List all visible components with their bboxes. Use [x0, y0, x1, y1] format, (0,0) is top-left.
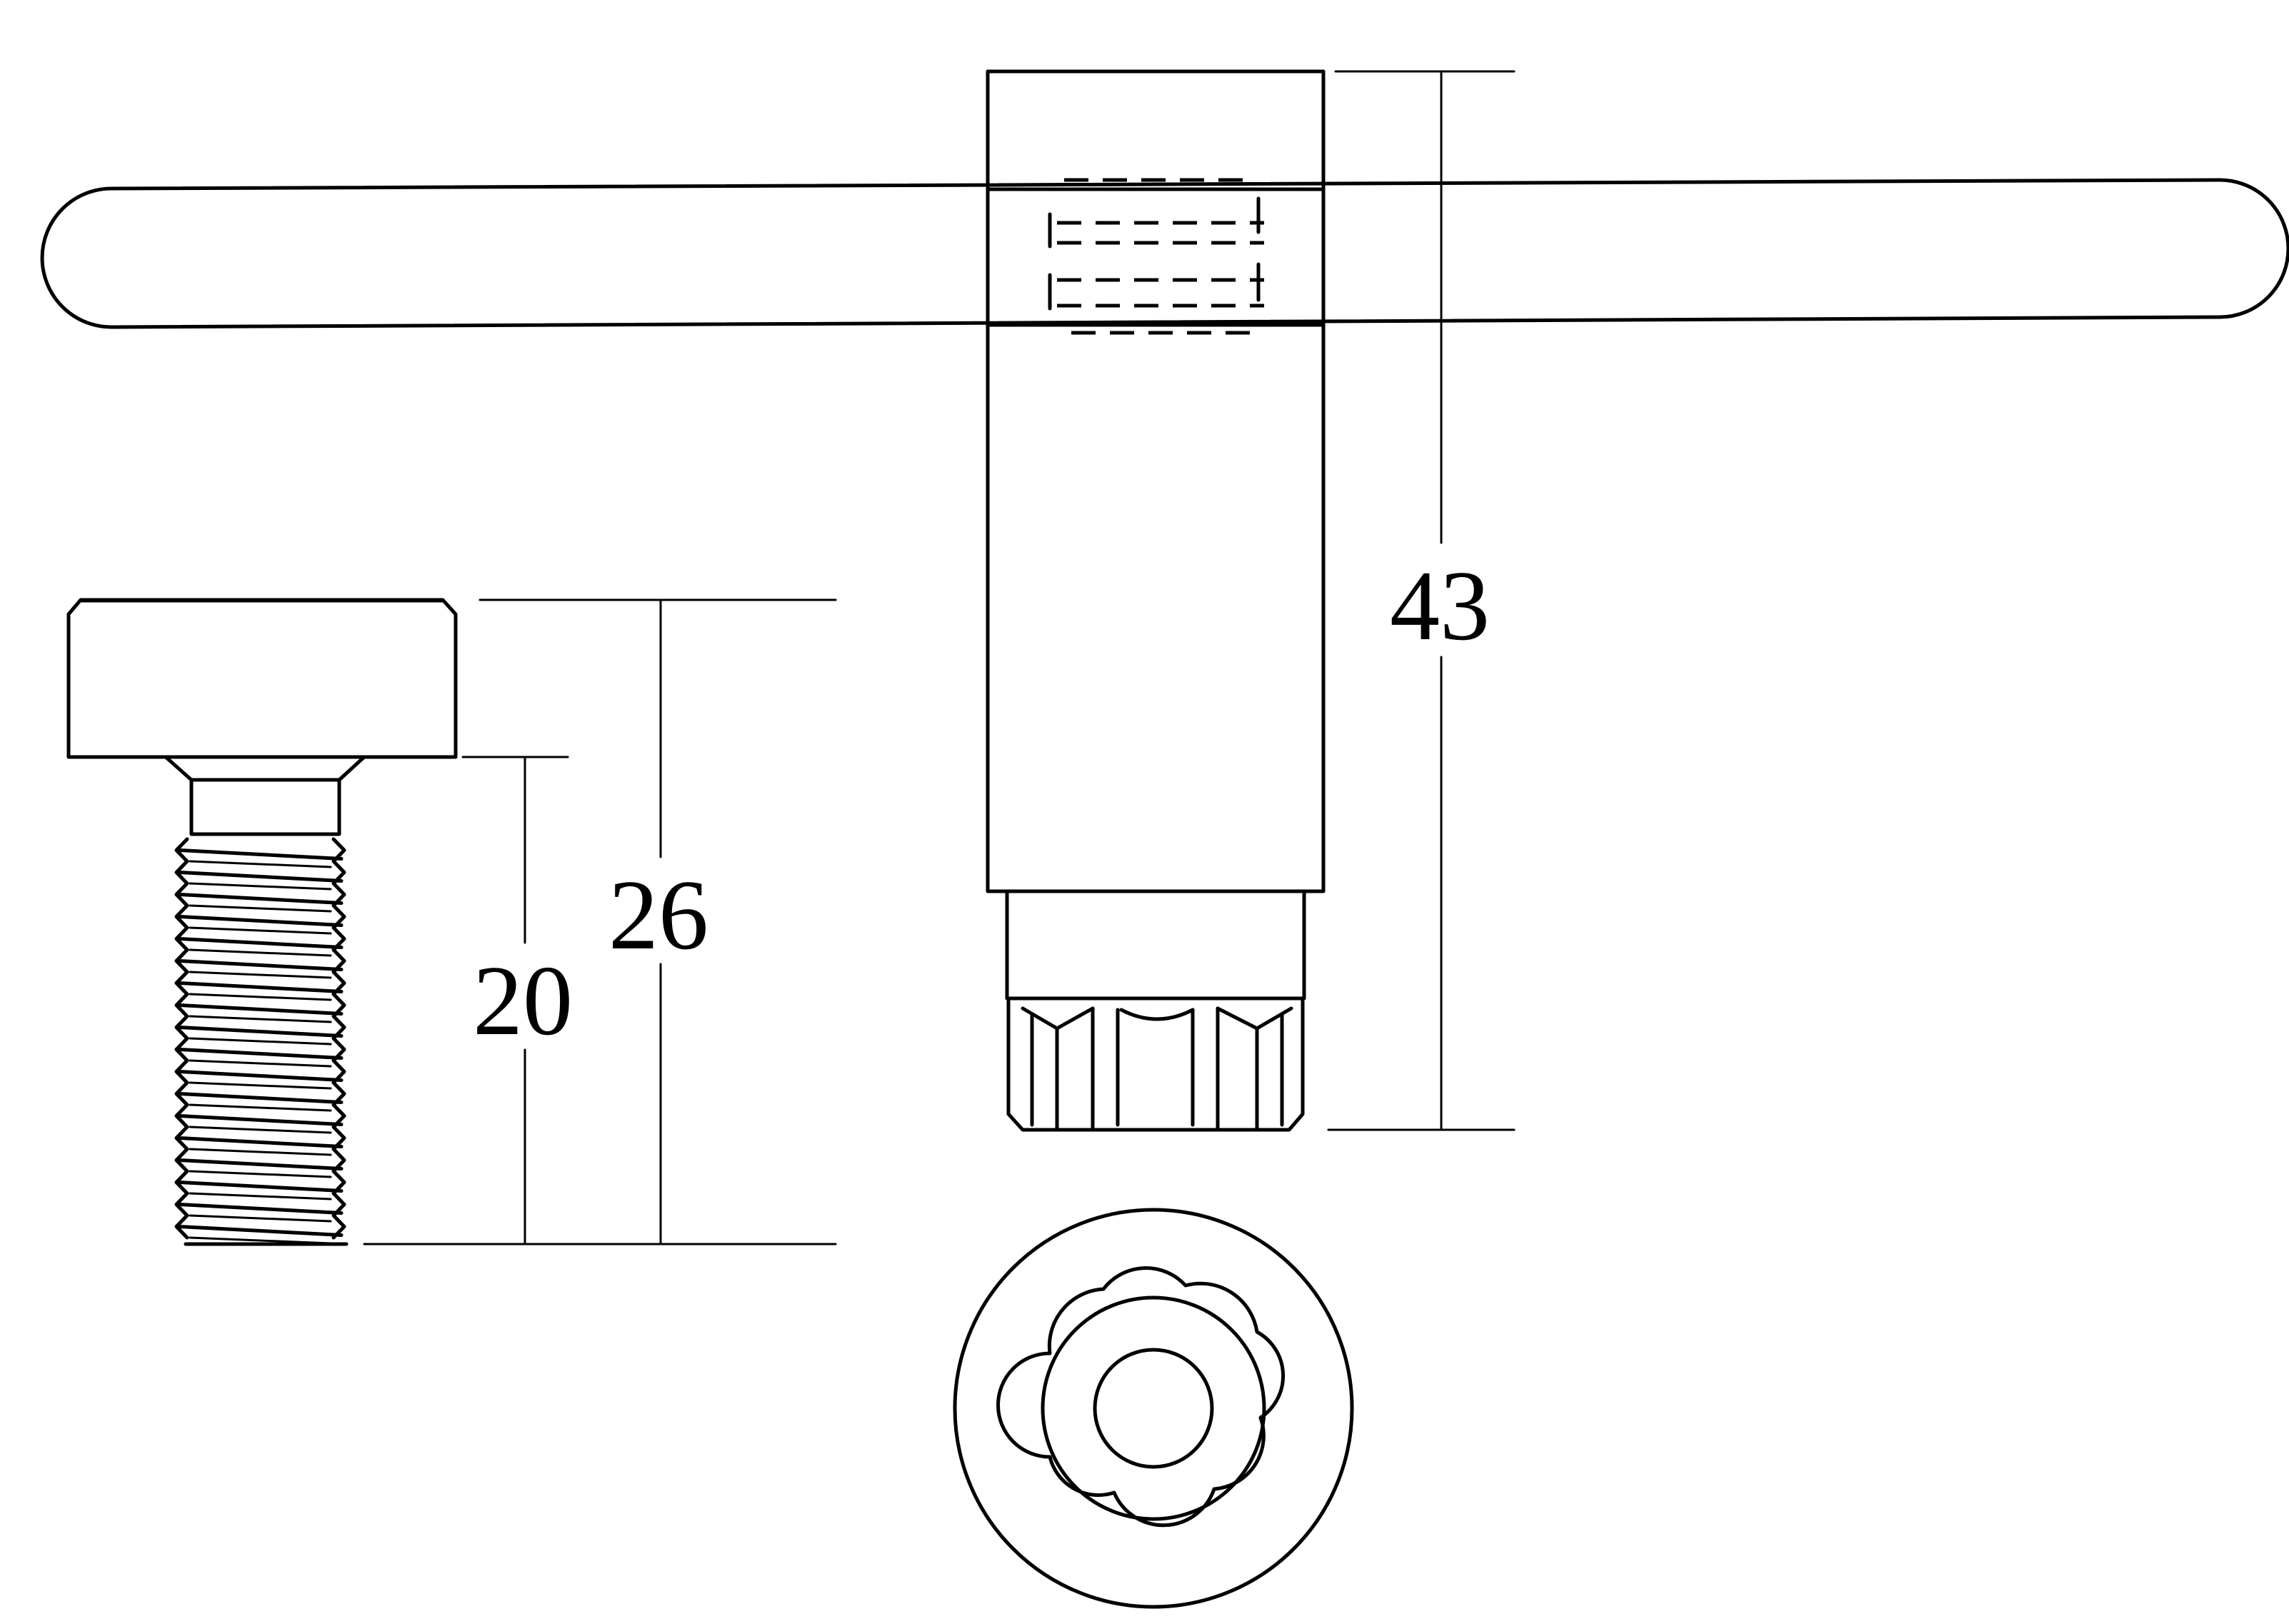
dimension-label-43: 43 — [1390, 551, 1490, 661]
tool-body — [986, 69, 1326, 893]
tool-hidden-lines — [1048, 178, 1264, 335]
dimension-thread-length: 20 — [461, 756, 573, 1245]
screw-head — [66, 598, 458, 759]
dimension-screw-length: 26 — [363, 598, 837, 1245]
thread-root-line — [189, 1192, 332, 1201]
thread-crest-line — [177, 1181, 344, 1193]
thread-root-line — [189, 1081, 332, 1090]
socket-end-view — [953, 1208, 1354, 1609]
thread-crest-line — [177, 871, 344, 883]
thread-crest-line — [177, 1136, 344, 1148]
thread-root-line — [189, 1214, 332, 1223]
thread-crest-line — [177, 1225, 344, 1237]
thread-root-line — [189, 1015, 332, 1023]
dimension-label-20: 20 — [473, 946, 573, 1056]
socket-lobes — [996, 1266, 1286, 1528]
thread-root-line — [189, 948, 332, 957]
screw-shank — [189, 778, 341, 836]
thread-root-line — [189, 1037, 332, 1046]
thread-crest-line — [177, 1114, 344, 1126]
thread-crest-line — [177, 1203, 344, 1215]
thread-crest-line — [177, 1048, 344, 1060]
socket-center-pin — [1093, 1348, 1214, 1469]
socket-outer-ring — [953, 1208, 1354, 1609]
thread-root-line — [189, 1126, 332, 1134]
tool-spline-tip — [1006, 996, 1305, 1132]
thread-root-line — [189, 993, 332, 1001]
thread-crest-line — [177, 915, 344, 927]
thread-crest-line — [177, 1070, 344, 1082]
tool-neck — [1005, 889, 1306, 1001]
thread-root-line — [189, 926, 332, 935]
screw-chamfer — [164, 755, 366, 782]
thread-crest-line — [177, 1092, 344, 1104]
thread-root-line — [189, 1148, 332, 1156]
thread-crest-line — [177, 1003, 344, 1016]
thread-root-line — [189, 1103, 332, 1112]
thread-crest-line — [177, 1026, 344, 1038]
thread-root-line — [189, 1170, 332, 1178]
thread-root-line — [189, 860, 332, 868]
screw: 20 26 — [66, 598, 837, 1246]
thread-root-line — [189, 1059, 332, 1068]
thread-crest-line — [177, 893, 344, 905]
thread-crest-line — [177, 1158, 344, 1171]
socket-inner-bore — [1041, 1295, 1266, 1521]
thread-crest-line — [177, 848, 344, 861]
screw-thread — [174, 837, 349, 1246]
thread-root-line — [189, 882, 332, 891]
thread-crest-line — [177, 937, 344, 949]
tool-handle-bar — [40, 178, 2289, 329]
dimension-label-26: 26 — [608, 860, 708, 971]
thread-root-line — [189, 904, 332, 913]
thread-crest-line — [177, 981, 344, 993]
dimension-tool-length: 43 — [1327, 70, 1516, 1131]
thread-crest-line — [177, 959, 344, 971]
thread-root-line — [189, 971, 332, 979]
tool-assembly: 43 — [40, 69, 2289, 1132]
